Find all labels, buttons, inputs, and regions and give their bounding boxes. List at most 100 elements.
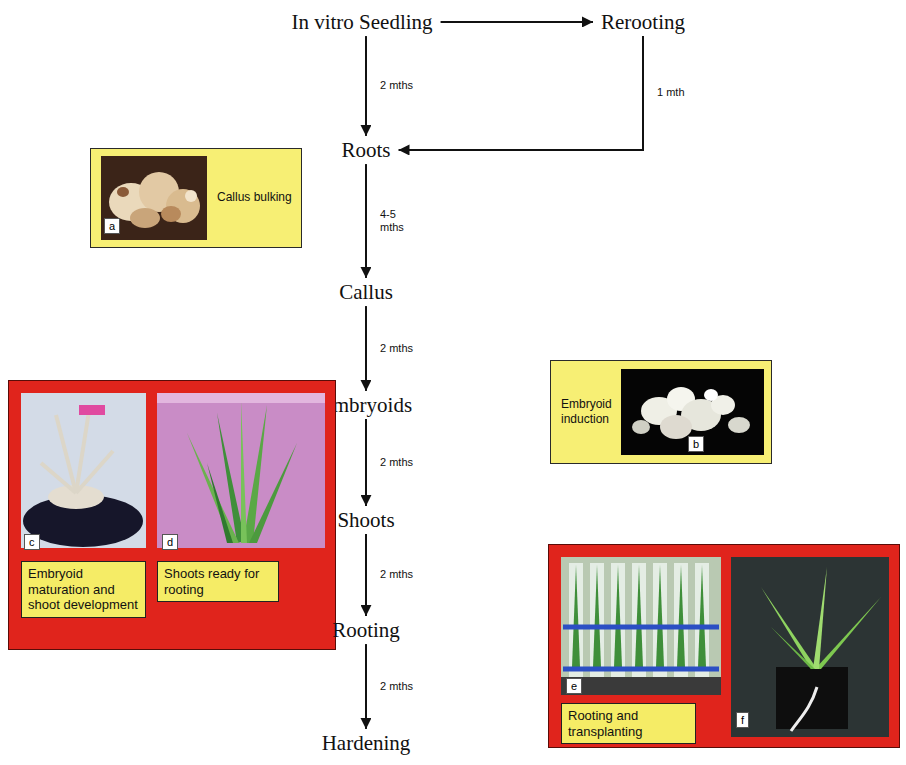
pot-photo	[731, 557, 889, 737]
root-line	[791, 687, 817, 731]
stage-name: Hardening	[322, 731, 411, 755]
shoots-photo	[157, 393, 325, 548]
blob	[632, 420, 650, 434]
duration-label: 4-5 mths	[378, 208, 412, 234]
rack-bar	[563, 625, 719, 630]
blob	[185, 190, 197, 202]
duration-label: 1 mth	[655, 86, 687, 99]
figure-panel: Embryoid maturation and shoot developmen…	[8, 380, 336, 650]
caption-box: Shoots ready for rooting	[157, 561, 279, 602]
plantlet-photo	[21, 393, 146, 548]
plantlet-stem	[41, 463, 76, 493]
photo-ground	[561, 557, 721, 695]
leaf	[771, 627, 815, 669]
leaf	[217, 413, 245, 543]
photo-ground	[621, 369, 764, 455]
culture-tube	[674, 563, 688, 681]
blob	[161, 206, 181, 222]
bag-edge	[157, 393, 325, 403]
culture-tube	[611, 563, 625, 681]
stage-name: Callus	[339, 280, 393, 304]
duration-label: 2 mths	[378, 680, 415, 693]
flow-arrow	[365, 644, 367, 729]
stage-label: Shoots	[337, 508, 394, 532]
photo-panel: Embryoid induction	[550, 360, 772, 464]
flow-arrow	[365, 36, 367, 136]
culture-tube	[695, 563, 709, 681]
stage-name: Shoots	[337, 508, 394, 532]
figure-panel: Rooting and transplanting	[548, 544, 900, 748]
stage-name: Rerooting	[601, 10, 685, 34]
caption-box: Embryoid maturation and shoot developmen…	[21, 561, 146, 618]
photo-ground	[157, 393, 325, 548]
duration-label: 2 mths	[378, 456, 415, 469]
shoot	[614, 565, 622, 667]
flow-arrow	[441, 21, 593, 23]
shoot	[572, 565, 580, 667]
culture-tube	[653, 563, 667, 681]
leaf	[761, 587, 817, 669]
leaf	[241, 401, 247, 543]
stage-name: Roots	[341, 138, 390, 162]
photo-ground	[21, 393, 146, 548]
leaf	[815, 597, 881, 669]
flow-arrow	[365, 534, 367, 616]
shoot	[593, 565, 601, 667]
panel-letter: c	[24, 534, 40, 550]
duration-label: 2 mths	[378, 342, 415, 355]
plantlet-stem	[76, 451, 113, 493]
caption-text: Rooting and transplanting	[568, 708, 689, 739]
stage-label: Hardening	[322, 731, 411, 755]
rack-base	[561, 677, 721, 695]
leaf	[249, 443, 297, 543]
label-tag	[79, 405, 105, 415]
photo-ground	[731, 557, 889, 737]
stage-label: Rooting	[332, 618, 400, 642]
panel-letter: b	[688, 436, 704, 452]
stage-label: Callus	[339, 280, 393, 304]
blob	[728, 417, 750, 433]
panel-caption: Callus bulking	[217, 190, 295, 204]
flow-arrow	[399, 36, 644, 150]
flow-arrow	[365, 306, 367, 391]
flow-arrow	[365, 164, 367, 278]
panel-letter: f	[736, 712, 749, 728]
photo-ground	[101, 156, 207, 240]
leaf	[187, 433, 239, 543]
blob	[130, 208, 160, 228]
rack-photo	[561, 557, 721, 695]
rack-bar	[563, 667, 719, 672]
shoot	[635, 565, 643, 667]
leaf	[207, 463, 233, 543]
stage-label: Roots	[341, 138, 390, 162]
culture-tube	[590, 563, 604, 681]
stage-label: Rerooting	[601, 10, 685, 34]
duration-label: 2 mths	[378, 568, 415, 581]
photo-panel: Callus bulking	[90, 148, 302, 248]
stage-name: Rooting	[332, 618, 400, 642]
panel-caption: Embryoid induction	[561, 397, 619, 426]
panel-letter: a	[104, 218, 120, 234]
flow-arrow	[365, 419, 367, 506]
caption-text: Embryoid maturation and shoot developmen…	[28, 566, 139, 613]
callus-photo	[101, 156, 207, 240]
duration-label: 2 mths	[378, 79, 415, 92]
stage-label: In vitro Seedling	[291, 10, 432, 34]
caption-text: Shoots ready for rooting	[164, 566, 272, 597]
leaf	[813, 567, 827, 669]
culture-tube	[569, 563, 583, 681]
blob	[117, 187, 129, 197]
caption-box: Rooting and transplanting	[561, 703, 696, 744]
embryoid-photo	[621, 369, 764, 455]
shoot	[656, 565, 664, 667]
panel-letter: d	[162, 534, 178, 550]
plantlet-stem	[56, 415, 76, 493]
shoot	[677, 565, 685, 667]
shoot	[698, 565, 706, 667]
panel-letter: e	[566, 678, 582, 694]
blob	[704, 389, 718, 401]
stage-name: In vitro Seedling	[291, 10, 432, 34]
culture-tube	[632, 563, 646, 681]
